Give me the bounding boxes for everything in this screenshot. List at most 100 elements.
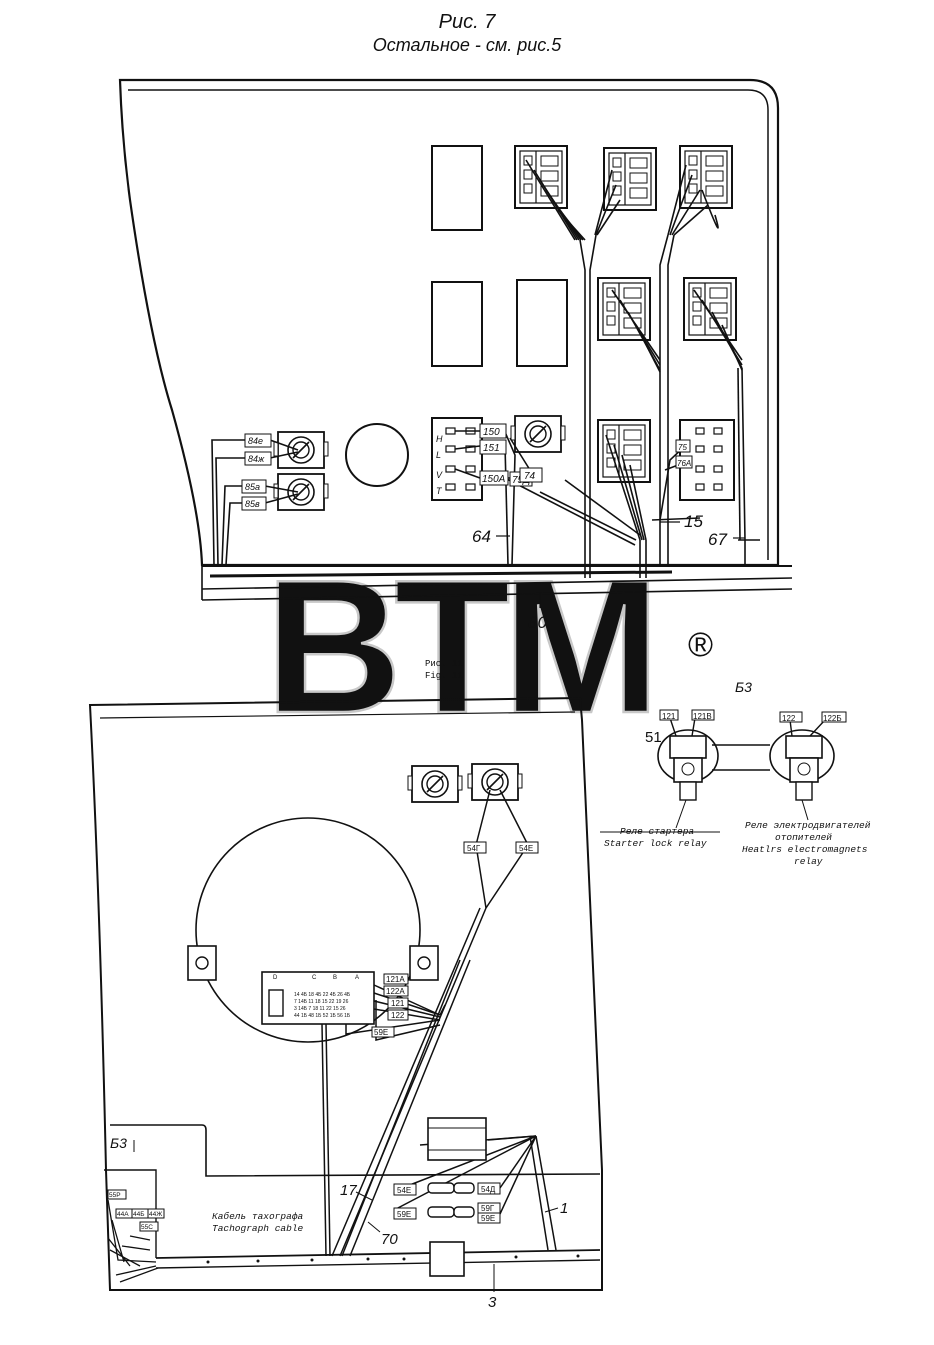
blank-slot xyxy=(431,281,483,367)
relay-tag: 121В xyxy=(693,712,712,721)
dial-switch xyxy=(273,473,329,511)
wire-tag: 75 xyxy=(678,443,687,452)
relay-number-51: 51 xyxy=(645,729,662,746)
edge-tags: 55Р 44А 44Б 44Ж 55С xyxy=(107,1189,165,1232)
heater-relay-ru-1: Реле электродвигателей xyxy=(745,820,871,831)
panel-inner-edge xyxy=(128,89,769,560)
relay-block xyxy=(597,277,651,341)
wire-tag: 121А xyxy=(386,975,405,984)
block-col: C xyxy=(312,975,317,981)
grommet xyxy=(429,1241,465,1277)
wire-tag: 122А xyxy=(386,987,405,996)
relay-block xyxy=(683,277,737,341)
heater-relay-en-1: Heatlrs electromagnets xyxy=(742,844,868,855)
figure-header: Рис. 7 Остальное - см. рис.5 xyxy=(0,10,934,56)
relay-detail: Б3 51 121 121В 122 122Б Реле стартера St… xyxy=(600,679,871,867)
figure-title: Рис. 7 xyxy=(438,11,496,33)
wire-tag: 44Б xyxy=(133,1211,145,1218)
wire-tag: 84ж xyxy=(248,454,265,464)
mount-lug xyxy=(409,945,439,981)
wire-tag: 59Е xyxy=(374,1028,388,1037)
starter-relay-ru: Реле стартера xyxy=(620,826,694,837)
rail-bottom xyxy=(201,588,793,601)
wire-tag: 55С xyxy=(141,1224,153,1231)
relay-block xyxy=(603,147,657,211)
wire-tags-right: 75 76А xyxy=(675,439,693,469)
callout-80: 80 xyxy=(528,613,547,632)
watermark-registered: ® xyxy=(688,626,713,664)
wire-tag: 76А xyxy=(677,459,691,468)
block-col: D xyxy=(273,975,278,981)
pin-row: 7 14Б 11 18 15 22 19 26 xyxy=(294,999,349,1005)
block-col: A xyxy=(355,975,359,981)
callout-64: 64 xyxy=(472,527,491,546)
dial-switch xyxy=(273,431,329,469)
callout-1: 1 xyxy=(560,1200,568,1217)
blank-slot xyxy=(516,279,568,367)
relay-tag: 121 xyxy=(662,712,676,721)
block-tags: 121А 122А 121 122 59Е xyxy=(371,973,409,1038)
dial-switch xyxy=(407,765,463,803)
pin-row: 3 14Б 7 18 11 22 15 26 xyxy=(294,1006,346,1012)
figure-subtitle: Остальное - см. рис.5 xyxy=(372,35,562,55)
lower-panel: Б3 D C B A 14 4Б 18 4Б 22 4Б 26 4Б 7 14Б… xyxy=(88,696,603,1311)
wire-tags-middle: 150 151 150А 75Д 74 xyxy=(479,423,543,487)
upper-panel: Н L V T 84е 84ж 8 xyxy=(118,78,793,632)
heater-relay-ru-2: отопителей xyxy=(775,832,832,843)
wire-tag: 85а xyxy=(245,482,260,492)
connector-mark: V xyxy=(436,470,443,480)
callout-15: 15 xyxy=(684,512,703,531)
wire-tag: 84е xyxy=(248,436,263,446)
wire-bundle xyxy=(504,159,760,578)
wire-tag: 54Д xyxy=(481,1185,496,1194)
wire-tags-left: 84е 84ж 85а 85в xyxy=(241,433,272,511)
wire-tag: 55Р xyxy=(109,1192,121,1199)
dial-switch xyxy=(510,415,566,453)
mount-lug xyxy=(187,945,217,981)
wire-tag: 44А xyxy=(117,1211,129,1218)
wire-tag: 151 xyxy=(483,443,500,454)
pin-row: 14 4Б 18 4Б 22 4Б 26 4Б xyxy=(294,992,351,998)
rail-middle xyxy=(201,577,793,590)
harness-main xyxy=(209,570,673,578)
blank-slot xyxy=(431,145,483,231)
dial-switch xyxy=(467,763,523,801)
block-col: B xyxy=(333,975,337,981)
ref-fig-ru: Рис. 11 xyxy=(425,659,463,669)
connector-mark: T xyxy=(436,486,443,496)
connector-mark: Н xyxy=(436,434,443,444)
pin-row: 44 1Б 48 1Б 52 1Б 56 1Б xyxy=(294,1013,351,1019)
starter-relay-en: Starter lock relay xyxy=(604,838,707,849)
tacho-cable-ru: Кабель тахографа xyxy=(212,1211,303,1222)
wire-tag: 85в xyxy=(245,499,260,509)
relay-tag: 122Б xyxy=(823,714,842,723)
relay-tag: 122 xyxy=(782,714,796,723)
tacho-cable-en: Tachograph cable xyxy=(212,1223,304,1234)
wire-tag: 54Е xyxy=(519,844,533,853)
wire-tag: 54Г xyxy=(467,844,481,853)
callout-70: 70 xyxy=(381,1231,398,1248)
harness-clamp xyxy=(427,1117,487,1161)
wire-tag: 59Г xyxy=(481,1204,495,1213)
wire-tag: 54Е xyxy=(397,1186,411,1195)
mount-circle xyxy=(195,817,421,1043)
connector-mark: L xyxy=(436,450,441,460)
relay-block xyxy=(514,145,568,209)
wire-tag: 59Е xyxy=(481,1214,495,1223)
relay-block xyxy=(597,419,651,483)
wire-tag: 44Ж xyxy=(149,1211,162,1218)
ref-fig-en: Fig. 11 xyxy=(425,671,463,681)
lower-panel-outline xyxy=(88,696,603,1291)
callout-3: 3 xyxy=(488,1294,497,1311)
wire-tag: 121 xyxy=(391,999,405,1008)
lower-section-label: Б3 xyxy=(110,1135,127,1151)
callout-17: 17 xyxy=(340,1182,357,1199)
relay-section-label: Б3 xyxy=(735,679,752,695)
wire-tag: 122 xyxy=(391,1011,405,1020)
gauge-cutout xyxy=(345,423,409,487)
wire-tag: 59Е xyxy=(397,1210,411,1219)
panel-outline xyxy=(118,78,780,567)
heater-relay-en-2: relay xyxy=(794,856,823,867)
callout-67: 67 xyxy=(708,530,727,549)
